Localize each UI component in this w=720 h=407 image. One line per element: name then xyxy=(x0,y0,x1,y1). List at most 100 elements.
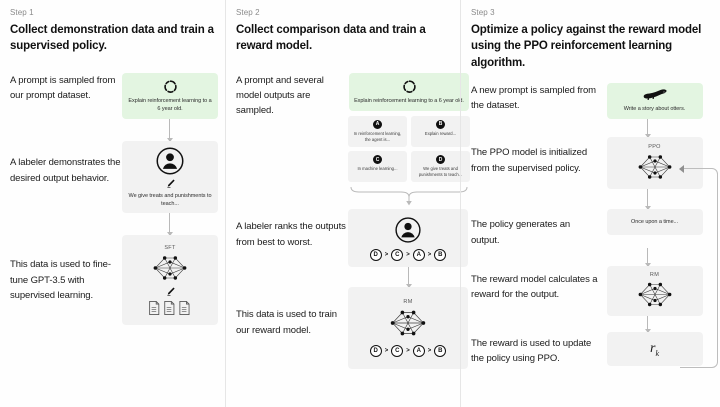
arrow-step3-b xyxy=(644,189,651,211)
arrow-step1-b xyxy=(166,213,173,237)
step-2-row-3: This data is used to train our reward mo… xyxy=(236,287,468,370)
step-3-caption-2: The PPO model is initialized from the su… xyxy=(471,147,588,174)
rm-tag-step2: RM xyxy=(403,299,413,306)
prompt-box-step1: Explain reinforcement learning to a 6 ye… xyxy=(122,72,218,120)
option-letter-b: B xyxy=(436,119,445,129)
step-3-caption-3: The policy generates an output. xyxy=(471,219,571,246)
step-3-art-5: rk xyxy=(599,331,710,366)
rank-separator: > xyxy=(427,348,432,355)
step-3-title: Optimize a policy against the reward mod… xyxy=(471,24,702,69)
step-2-caption-1: A prompt and several model outputs are s… xyxy=(236,74,324,117)
dataset-icon xyxy=(402,79,417,94)
converge-brace-icon xyxy=(348,184,470,206)
model-outputs-grid: A In reinforcement learning, the agent i… xyxy=(348,115,470,183)
step-1-row-1: A prompt is sampled from our prompt data… xyxy=(10,72,218,120)
rm-tag-step3: RM xyxy=(649,271,660,278)
neural-network-icon xyxy=(387,306,429,340)
arrow-step3-a xyxy=(644,119,651,139)
otter-icon xyxy=(642,89,668,102)
dataset-icon xyxy=(163,79,178,94)
arrow-step2 xyxy=(405,267,412,289)
step-1-caption-3: This data is used to fine-tune GPT-3.5 w… xyxy=(10,259,111,301)
step-2-label: Step 2 xyxy=(236,8,260,17)
rank-3: A xyxy=(412,248,425,261)
step-1-row-2: A labeler demonstrates the desired outpu… xyxy=(10,141,218,214)
step-1-art-1: Explain reinforcement learning to a 6 ye… xyxy=(122,72,218,120)
step-3-rows: A new prompt is sampled from the dataset… xyxy=(471,82,710,367)
step-3-row-4: The reward model calculates a reward for… xyxy=(471,265,710,316)
step-3-caption-4: The reward model calculates a reward for… xyxy=(471,273,598,301)
neural-network-icon xyxy=(635,279,675,310)
option-text-c: In machine learning... xyxy=(357,166,398,172)
neural-network-icon xyxy=(150,252,190,284)
step-2-column: Step 2 Collect comparison data and train… xyxy=(225,0,470,407)
sft-box: SFT xyxy=(122,235,218,326)
labeler-person-icon xyxy=(155,146,185,176)
step-1-caption-2: A labeler demonstrates the desired outpu… xyxy=(10,157,121,184)
rank-1: D xyxy=(369,248,382,261)
reward-symbol: rk xyxy=(649,340,659,358)
option-letter-c: C xyxy=(373,155,382,165)
step-1-rows: A prompt is sampled from our prompt data… xyxy=(10,72,218,326)
rank-separator: > xyxy=(384,251,389,258)
rank-4: B xyxy=(434,248,447,261)
documents-icon xyxy=(147,300,193,316)
ppo-box: PPO xyxy=(606,137,703,190)
step-3-column: Step 3 Optimize a policy against the rew… xyxy=(460,0,720,407)
step-3-art-4: RM xyxy=(599,265,710,316)
step-3-art-2: PPO xyxy=(599,137,710,190)
rank-1: D xyxy=(369,345,382,358)
pencil-icon-step1 xyxy=(165,178,176,189)
labeler-text-step1: We give treats and punishments to teach.… xyxy=(128,192,212,208)
option-letter-d: D xyxy=(436,155,445,165)
reward-box: rk xyxy=(606,331,703,366)
pencil-icon-sft xyxy=(165,286,176,297)
option-text-b: Explain reward... xyxy=(424,130,457,136)
prompt-text-step3: Write a story about otters. xyxy=(623,105,686,112)
rank-2: C xyxy=(391,345,404,358)
arrow-step3-c xyxy=(644,247,651,267)
step-2-caption-3: This data is used to train our reward mo… xyxy=(236,309,337,336)
step-2-rows: A prompt and several model outputs are s… xyxy=(236,72,470,370)
option-text-d: We give treats and punishments to teach.… xyxy=(418,166,463,178)
step-3-art-3: Once upon a time... xyxy=(599,209,710,236)
ppo-tag: PPO xyxy=(648,143,661,150)
step-3-caption-5: The reward is used to update the policy … xyxy=(471,337,592,365)
step-2-row-1: A prompt and several model outputs are s… xyxy=(236,72,470,207)
neural-network-icon xyxy=(635,151,675,183)
prompt-text-step1: Explain reinforcement learning to a 6 ye… xyxy=(128,97,212,112)
prompt-box-step3: Write a story about otters. xyxy=(606,82,703,120)
prompt-text-step2: Explain reinforcement learning to a 6 ye… xyxy=(354,97,464,104)
output-option-a: A In reinforcement learning, the agent i… xyxy=(348,115,407,148)
step-2-art-1: Explain reinforcement learning to a 6 ye… xyxy=(348,72,470,207)
labeler-rank-box: D > C > A > B xyxy=(348,209,468,268)
step-2-art-2: D > C > A > B xyxy=(348,209,468,268)
labeler-person-icon xyxy=(394,216,422,244)
rank-3: A xyxy=(412,345,425,358)
output-option-c: C In machine learning... xyxy=(348,151,407,183)
arrow-step3-d xyxy=(644,315,651,333)
step-1-column: Step 1 Collect demonstration data and tr… xyxy=(0,0,225,407)
labeler-box-step1: We give treats and punishments to teach.… xyxy=(122,141,218,214)
option-text-a: In reinforcement learning, the agent is.… xyxy=(353,130,402,142)
option-letter-a: A xyxy=(373,119,382,129)
step-2-caption-2: A labeler ranks the outputs from best to… xyxy=(236,221,346,248)
rank-separator: > xyxy=(427,251,432,258)
step-3-art-1: Write a story about otters. xyxy=(599,82,710,120)
rm-box-step3: RM xyxy=(606,265,703,316)
ranking-row-rm: D > C > A > B xyxy=(369,345,447,358)
step-1-label: Step 1 xyxy=(10,8,34,17)
step-1-title: Collect demonstration data and train a s… xyxy=(10,24,214,53)
rank-2: C xyxy=(391,248,404,261)
rank-separator: > xyxy=(384,348,389,355)
step-1-art-2: We give treats and punishments to teach.… xyxy=(122,141,218,214)
sft-tag: SFT xyxy=(164,244,176,251)
step-3-caption-1: A new prompt is sampled from the dataset… xyxy=(471,84,596,112)
step-2-art-3: RM xyxy=(348,287,468,370)
step-1-caption-1: A prompt is sampled from our prompt data… xyxy=(10,74,116,102)
arrow-step1-a xyxy=(166,119,173,143)
step-1-row-3: This data is used to fine-tune GPT-3.5 w… xyxy=(10,235,218,326)
step-3-row-3: The policy generates an output. Once upo… xyxy=(471,209,710,248)
step-3-row-5: The reward is used to update the policy … xyxy=(471,331,710,367)
